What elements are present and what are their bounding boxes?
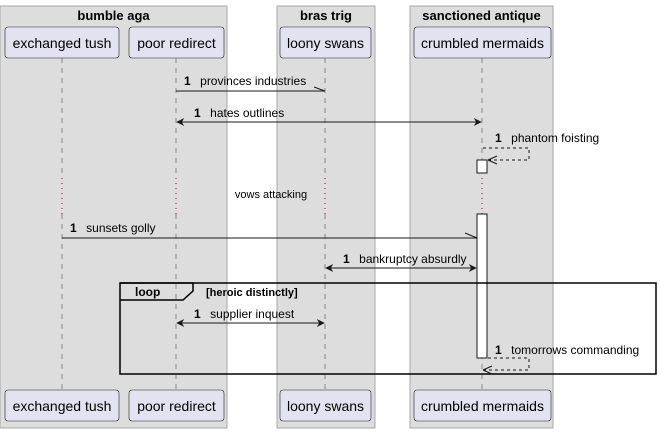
box-bumble-aga: bumble aga xyxy=(0,5,228,429)
svg-text:1 provinces industries: 1 provinces industries xyxy=(184,72,306,89)
loop-guard: [heroic distinctly] xyxy=(206,287,298,299)
participant-label: poor redirect xyxy=(137,398,216,414)
message-number: 1 xyxy=(343,252,350,266)
activation-bar xyxy=(476,213,488,359)
message-bankruptcy-absurdly: 1 bankruptcy absurdly xyxy=(325,250,477,272)
divider-label: vows attacking xyxy=(235,189,307,201)
participant-label: loony swans xyxy=(287,35,364,51)
participant-poor-redirect-bottom: poor redirect xyxy=(128,389,225,422)
message-hates-outlines: 1 hates outlines xyxy=(176,104,482,126)
message-label: sunsets golly xyxy=(86,221,155,235)
message-supplier-inquest: 1 supplier inquest xyxy=(176,305,325,327)
message-tomorrows-commanding: 1 tomorrows commanding xyxy=(482,341,639,375)
message-label: phantom foisting xyxy=(511,131,599,145)
participant-exchanged-tush-top: exchanged tush xyxy=(4,26,120,59)
svg-text:1 sunsets golly: 1 sunsets golly xyxy=(70,219,156,236)
message-number: 1 xyxy=(70,221,77,235)
message-label: tomorrows commanding xyxy=(511,343,639,357)
message-label: supplier inquest xyxy=(210,307,295,321)
message-label: bankruptcy absurdly xyxy=(359,252,466,266)
message-provinces-industries: 1 provinces industries xyxy=(176,72,326,92)
box-title: bumble aga xyxy=(77,8,150,23)
svg-text:1 phantom foisting: 1 phantom foisting xyxy=(495,129,599,146)
message-number: 1 xyxy=(495,343,502,357)
participant-crumbled-mermaids-bottom: crumbled mermaids xyxy=(413,389,552,422)
box-title: bras trig xyxy=(300,8,352,23)
svg-text:1 supplier inquest: 1 supplier inquest xyxy=(194,305,295,322)
svg-text:1 tomorrows commanding: 1 tomorrows commanding xyxy=(495,341,639,358)
box-bras-trig: bras trig xyxy=(276,5,376,429)
loop-fragment: loop [heroic distinctly] xyxy=(119,282,657,375)
participant-exchanged-tush-bottom: exchanged tush xyxy=(4,389,120,422)
participant-loony-swans-top: loony swans xyxy=(279,26,372,59)
box-title: sanctioned antique xyxy=(422,8,540,23)
activation-bar xyxy=(476,159,488,174)
message-number: 1 xyxy=(194,106,201,120)
message-sunsets-golly: 1 sunsets golly xyxy=(62,219,478,239)
message-number: 1 xyxy=(184,74,191,88)
participant-poor-redirect-top: poor redirect xyxy=(128,26,225,59)
participant-label: loony swans xyxy=(287,398,364,414)
participant-label: exchanged tush xyxy=(13,398,112,414)
participant-label: exchanged tush xyxy=(13,35,112,51)
svg-text:1 bankruptcy absurdly: 1 bankruptcy absurdly xyxy=(343,250,467,267)
loop-keyword: loop xyxy=(135,285,160,299)
svg-text:1 hates outlines: 1 hates outlines xyxy=(194,104,284,121)
message-label: provinces industries xyxy=(200,74,306,88)
message-number: 1 xyxy=(495,131,502,145)
participant-loony-swans-bottom: loony swans xyxy=(279,389,372,422)
delay-dots xyxy=(61,178,483,214)
participant-label: poor redirect xyxy=(137,35,216,51)
participant-label: crumbled mermaids xyxy=(421,35,544,51)
participant-label: crumbled mermaids xyxy=(421,398,544,414)
participant-crumbled-mermaids-top: crumbled mermaids xyxy=(413,26,552,59)
message-number: 1 xyxy=(194,307,201,321)
message-phantom-foisting: 1 phantom foisting xyxy=(483,129,599,165)
message-label: hates outlines xyxy=(210,106,284,120)
